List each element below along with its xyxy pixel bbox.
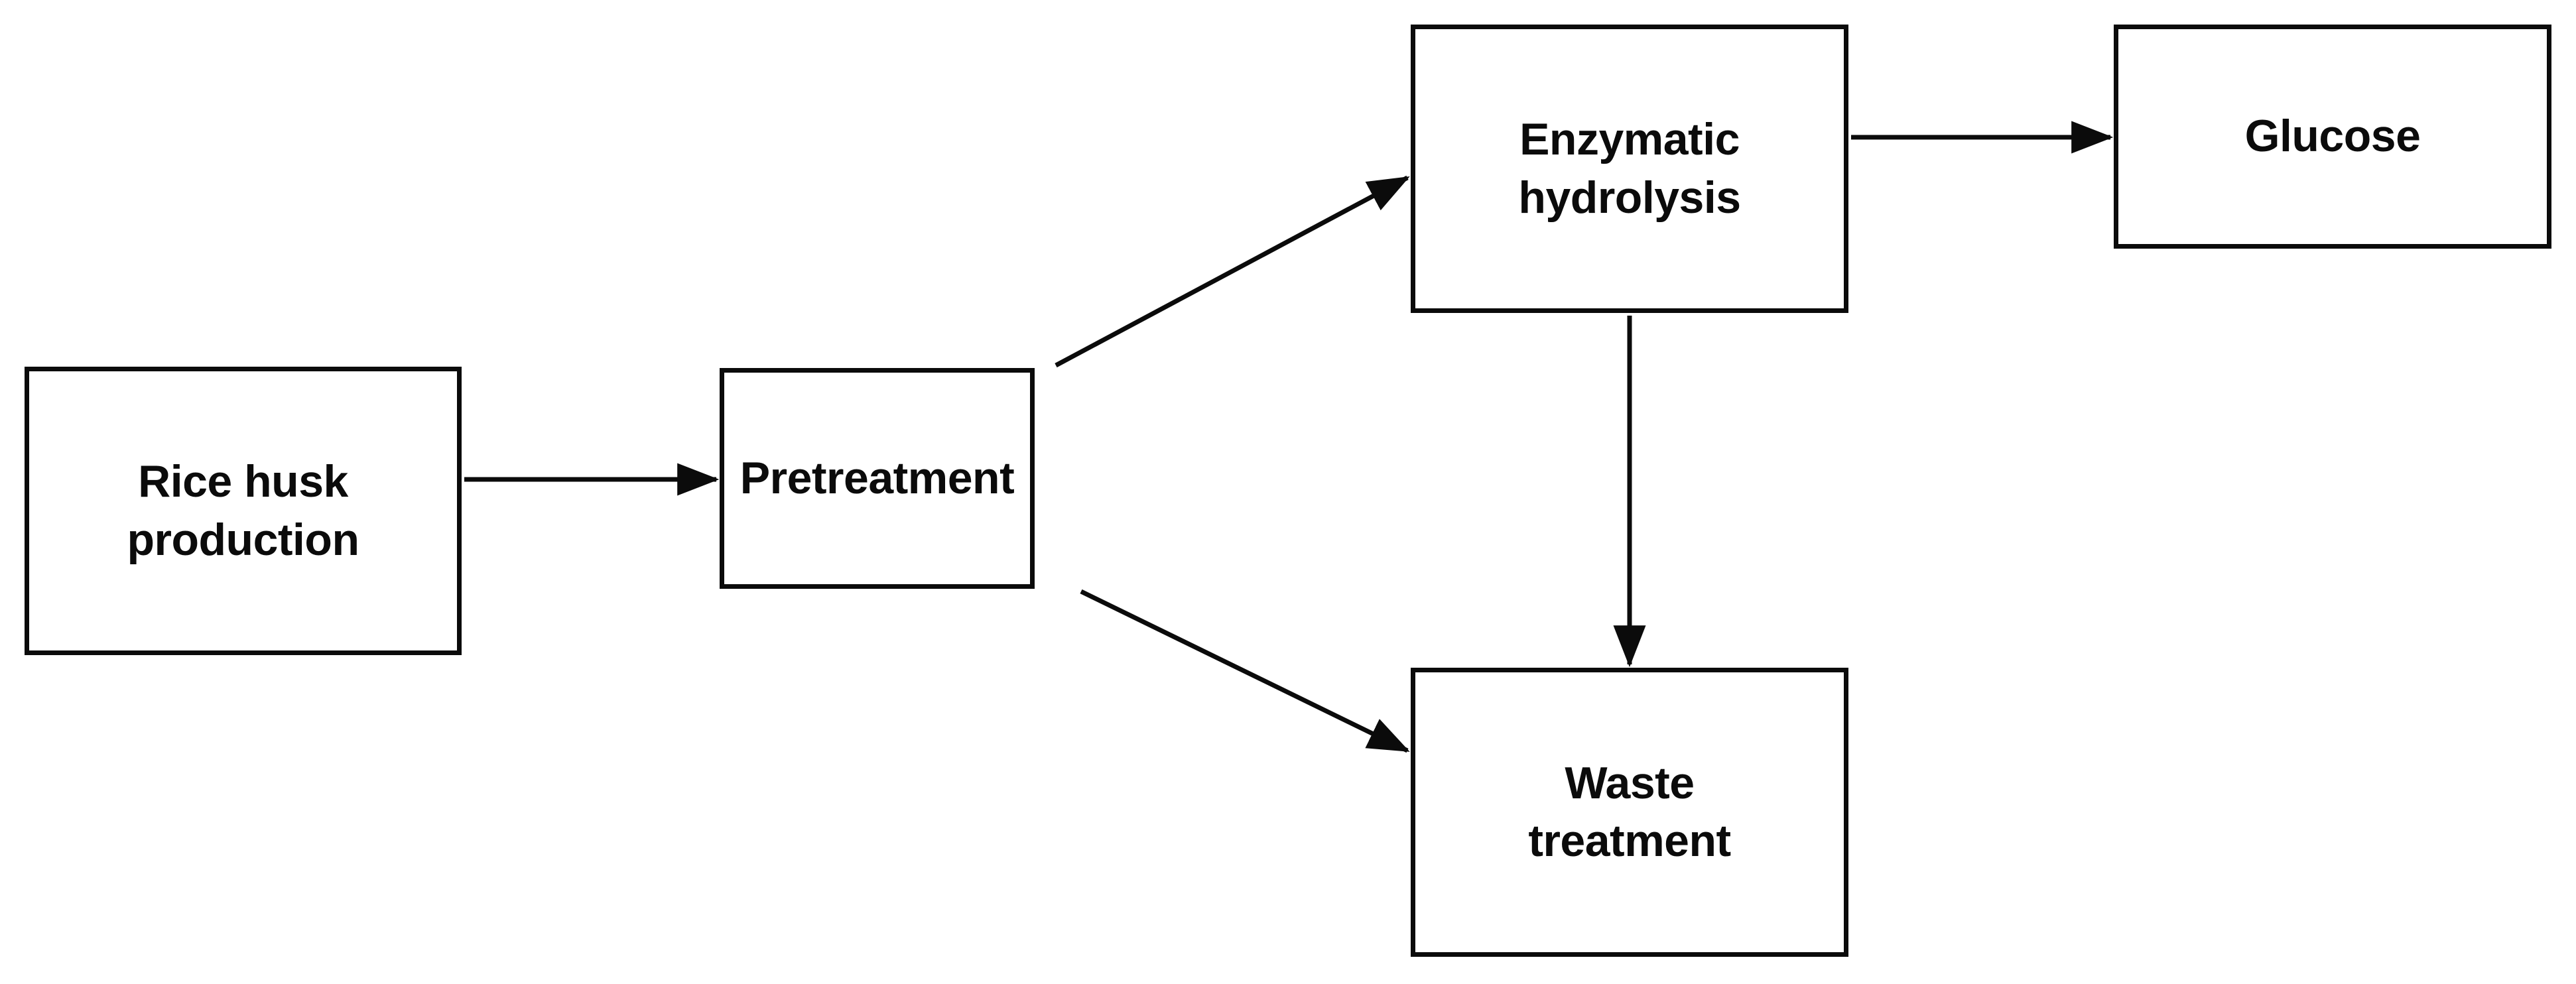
node-enzymatic-hydrolysis[interactable]: Enzymatic hydrolysis <box>1411 25 1848 313</box>
node-label-pretreatment: Pretreatment <box>740 452 1015 503</box>
node-label-glucose: Glucose <box>2244 111 2421 162</box>
node-glucose[interactable]: Glucose <box>2114 25 2551 249</box>
node-label-waste-treatment: Waste treatment <box>1528 757 1731 866</box>
edge-pretreatment-to-enzymatic-hydrolysis <box>1055 175 1410 368</box>
node-pretreatment[interactable]: Pretreatment <box>720 368 1035 589</box>
edge-pretreatment-to-waste-treatment <box>1080 589 1410 753</box>
node-label-enzymatic-hydrolysis: Enzymatic hydrolysis <box>1518 114 1741 223</box>
node-rice-husk-production[interactable]: Rice husk production <box>25 367 462 655</box>
node-waste-treatment[interactable]: Waste treatment <box>1411 668 1848 957</box>
node-label-rice-husk-production: Rice husk production <box>127 456 359 565</box>
